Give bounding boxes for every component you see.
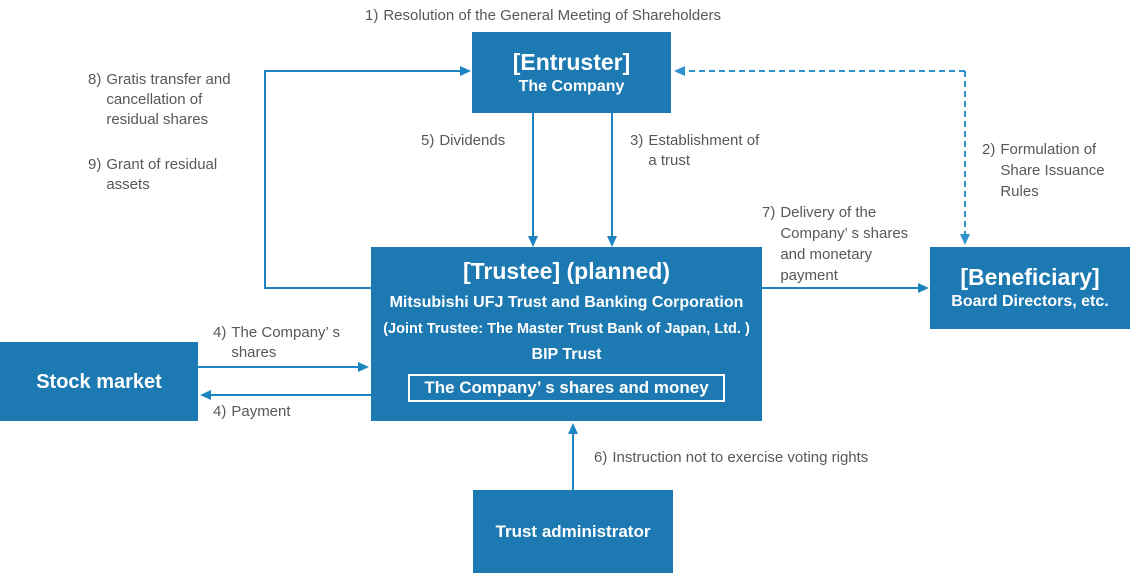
trustee-title: [Trustee] (planned) [462,258,670,284]
label-4-company-shares: 4) The Company’ s shares [213,324,340,361]
label-1-resolution: 1) Resolution of the General Meeting of … [365,7,722,24]
label-4-payment: 4) Payment [213,403,291,420]
trust-assets-box: The Company’ s shares and money [408,374,725,402]
entruster-box: [Entruster] The Company [472,32,671,113]
arrow-8-9-gratis-transfer-grant [264,66,471,289]
trustee-box: [Trustee] (planned) Mitsubishi UFJ Trust… [371,247,762,421]
trust-administrator-box: Trust administrator [473,490,673,573]
beneficiary-box: [Beneficiary] Board Directors, etc. [930,247,1130,329]
label-9-grant-residual: 9) Grant of residual assets [88,156,218,193]
stock-market-box: Stock market [0,342,198,421]
trust-assets-label: The Company’ s shares and money [424,378,709,397]
entruster-subtitle: The Company [518,77,625,95]
trustee-bip-trust: BIP Trust [531,346,602,363]
label-6-instruction: 6) Instruction not to exercise voting ri… [594,449,869,466]
stock-market-title: Stock market [36,370,162,393]
entruster-title: [Entruster] [512,48,631,75]
trustee-company-name: Mitsubishi UFJ Trust and Banking Corpora… [389,294,744,311]
beneficiary-title: [Beneficiary] [960,264,1100,290]
trust-administrator-title: Trust administrator [495,521,651,541]
label-8-gratis-transfer: 8) Gratis transfer and cancellation of r… [88,71,231,128]
label-3-establishment: 3) Establishment of a trust [630,132,760,169]
beneficiary-subtitle: Board Directors, etc. [951,293,1109,310]
label-7-delivery: 7) Delivery of the Company’ s shares and… [762,204,909,284]
trustee-joint-trustee: (Joint Trustee: The Master Trust Bank of… [383,321,750,337]
label-2-formulation: 2) Formulation of Share Issuance Rules [982,141,1105,200]
label-5-dividends: 5) Dividends [421,132,506,149]
